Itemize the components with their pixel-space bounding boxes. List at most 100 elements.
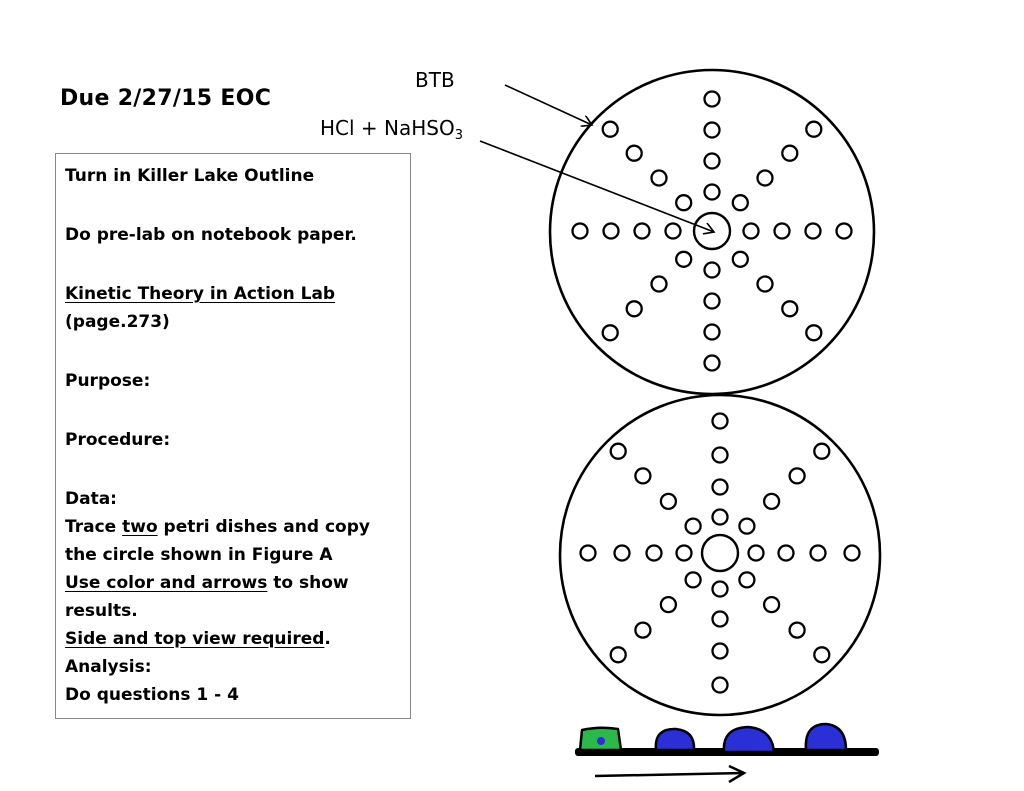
dish-hole: [703, 152, 721, 170]
dish-hole: [788, 621, 806, 639]
procedure-heading: Procedure:: [65, 430, 171, 450]
dish-hole: [747, 544, 765, 562]
dish-hole: [609, 646, 627, 664]
dish-hole: [711, 610, 729, 628]
dish-hole: [645, 544, 663, 562]
dish-hole: [843, 544, 861, 562]
dish-hole: [756, 169, 774, 187]
analysis-heading: Analysis:: [65, 657, 152, 677]
dish-hole: [711, 676, 729, 694]
dish-hole: [773, 222, 791, 240]
dish-hole: [804, 222, 822, 240]
dish-hole: [684, 517, 702, 535]
dish-hole: [684, 571, 702, 589]
results-text: results.: [65, 601, 138, 621]
dish-hole: [777, 544, 795, 562]
dish-hole: [703, 323, 721, 341]
dish-hole: [805, 324, 823, 342]
dish-hole: [602, 222, 620, 240]
center-well: [700, 533, 740, 573]
dish-hole: [756, 275, 774, 293]
blue-drop-2: [722, 725, 776, 754]
dish-hole: [625, 144, 643, 162]
trace-line-1: Trace two petri dishes and copy: [65, 517, 370, 537]
side-view: [575, 722, 879, 784]
dish-hole: [675, 194, 693, 212]
dish-hole: [703, 121, 721, 139]
side-top: Side and top view required: [65, 629, 325, 649]
bottom-dish-holes: [579, 412, 861, 694]
dish-hole: [809, 544, 827, 562]
trace-line-2: the circle shown in Figure A: [65, 545, 333, 565]
blue-drop-3: [804, 722, 848, 752]
color-arrows: Use color and arrows: [65, 573, 268, 593]
dish-hole: [675, 544, 693, 562]
top-dish-holes: [571, 90, 853, 372]
dish-hole: [711, 642, 729, 660]
dish-hole: [781, 144, 799, 162]
dish-hole: [664, 222, 682, 240]
dish-hole: [711, 478, 729, 496]
dish-hole: [711, 446, 729, 464]
dish-hole: [703, 354, 721, 372]
blue-drop-1: [654, 727, 696, 752]
dish-hole: [703, 292, 721, 310]
btb-label: BTB: [415, 68, 455, 92]
bottom-dish-outline: [558, 393, 882, 717]
dish-hole: [675, 250, 693, 268]
dish-hole: [650, 275, 668, 293]
hcl-arrow: [479, 140, 714, 232]
dish-hole: [650, 169, 668, 187]
data-heading: Data:: [65, 489, 117, 509]
flow-arrow: [594, 771, 745, 778]
dish-hole: [762, 595, 781, 614]
dish-hole: [703, 261, 721, 279]
side-top-line: Side and top view required.: [65, 629, 331, 649]
flow-arrow-head: [728, 764, 747, 784]
trace-two: two: [122, 517, 158, 537]
dish-hole: [579, 544, 597, 562]
dish-hole: [613, 544, 631, 562]
dish-hole: [738, 571, 756, 589]
dish-hole: [742, 222, 760, 240]
dish-hole: [571, 222, 589, 240]
instructions-box: Turn in Killer Lake Outline Do pre-lab o…: [55, 153, 411, 719]
dish-hole: [813, 646, 831, 664]
dish-hole: [711, 412, 729, 430]
dish-hole: [703, 183, 721, 201]
dish-hole: [781, 300, 799, 318]
dish-hole: [738, 517, 756, 535]
dish-hole: [711, 580, 729, 598]
dish-hole: [601, 324, 619, 342]
hcl-label: HCl + NaHSO3: [320, 116, 464, 143]
btb-arrow: [504, 84, 592, 125]
dish-hole: [625, 300, 643, 318]
dish-hole: [711, 508, 729, 526]
dish-hole: [601, 120, 619, 138]
dish-hole: [788, 467, 806, 485]
dish-hole: [731, 194, 749, 212]
dish-hole: [609, 442, 627, 460]
color-arrows-line: Use color and arrows to show: [65, 573, 349, 593]
questions-text: Do questions 1 - 4: [65, 685, 239, 705]
prelab-text: Do pre-lab on notebook paper.: [65, 225, 357, 245]
dish-hole: [659, 492, 678, 511]
dish-hole: [703, 90, 721, 108]
dish-hole: [805, 120, 823, 138]
turn-in-text: Turn in Killer Lake Outline: [65, 166, 315, 186]
dish-hole: [813, 442, 831, 460]
center-well: [692, 211, 732, 251]
dish-hole: [731, 250, 749, 268]
dish-hole: [762, 492, 781, 511]
due-date: Due 2/27/15 EOC: [60, 86, 272, 111]
green-drop-dot: [597, 737, 605, 745]
dish-hole: [835, 222, 853, 240]
dish-hole: [659, 595, 678, 614]
dish-hole: [633, 222, 651, 240]
dish-hole: [634, 467, 652, 485]
lab-page: (page.273): [65, 312, 170, 332]
dish-hole: [634, 621, 652, 639]
purpose-heading: Purpose:: [65, 371, 151, 391]
lab-title: Kinetic Theory in Action Lab: [65, 284, 336, 304]
